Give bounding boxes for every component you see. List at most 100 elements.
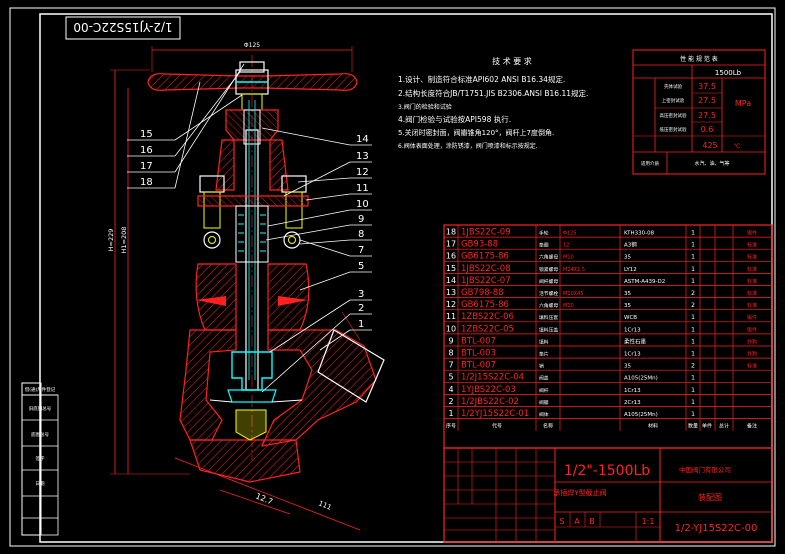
dim-height-closed: H1=208 — [120, 227, 128, 254]
dim-handwheel: Φ125 — [244, 42, 260, 49]
bom-header-cell-1: 代号 — [492, 423, 502, 430]
perf-row-3-label: 低压密封试验 — [660, 126, 687, 133]
bom-row-6-name: 六角螺母 — [539, 302, 558, 309]
pin-left — [203, 231, 221, 249]
bom-row-3-spec: M24X1.5 — [563, 267, 585, 273]
bom-row-10-no: 8 — [448, 349, 453, 358]
top-drawing-number: 1/2-YJ15S22C-00 — [73, 20, 172, 34]
side-strip-label-2: 底图总号 — [31, 431, 49, 438]
bom-row-12-no: 5 — [448, 373, 453, 382]
bonnet-right — [267, 263, 310, 331]
bom-row-14-name: 阀瓣 — [539, 399, 549, 406]
perf-row-1-value: 27.5 — [698, 96, 716, 105]
bom-row-9-mat: 柔性石墨 — [624, 337, 647, 345]
bom-row-11-note: 标准 — [747, 363, 757, 370]
bom-row-12-mat: A105(25Mn) — [624, 376, 658, 382]
bom-row-15-qty: 1 — [691, 411, 695, 418]
bom-row-3-note: 标准 — [747, 266, 757, 273]
valve-body — [179, 329, 385, 483]
bom-row-0-no: 18 — [446, 228, 456, 237]
perf-rating: 1500Lb — [715, 69, 742, 77]
bom-row-3-mat: LY12 — [624, 267, 637, 273]
mark-a: A — [574, 517, 580, 526]
yoke-top — [225, 109, 279, 141]
bom-row-1-no: 17 — [446, 240, 456, 249]
bom-row-1-spec: 12 — [563, 243, 569, 249]
bom-row-11-no: 7 — [448, 361, 453, 370]
bom-row-2-code: GB6175-86 — [461, 252, 509, 262]
perf-row-3-value: 0.6 — [701, 125, 714, 134]
bom-header-cell-6: 单件 — [702, 423, 712, 430]
bom-row-4-code: 1JBS22C-07 — [461, 276, 511, 286]
right-callouts — [261, 127, 372, 393]
callout-14: 14 — [356, 134, 369, 145]
callout-9: 9 — [358, 214, 364, 225]
bom-row-15-name: 阀体 — [539, 411, 549, 418]
packing-box — [235, 205, 269, 263]
bom-row-13-code: 1YJBS22C-03 — [461, 385, 516, 395]
tech-req-item-1: 2.结构长度符合JB/T1751.JIS B2306.ANSI B16.11规定… — [398, 88, 588, 98]
tech-req-item-5: 6.阀体表面处理，涂防锈漆，阀门喷漆和标示按规定. — [398, 142, 538, 150]
side-strip-label-3: 签字 — [36, 455, 45, 462]
title-block: 1/2"-1500Lb 承插焊Y型截止阀 中国阀门有限公司 装配图 S A B … — [443, 447, 773, 543]
dim-length: 111 — [317, 499, 332, 511]
bom-row-14-qty: 1 — [691, 399, 695, 406]
bom-row-6-qty: 2 — [691, 302, 695, 309]
dimensions: Φ125 H=229 H1=208 111 12.7 — [107, 42, 361, 531]
bom-header-cell-8: 备注 — [747, 423, 757, 430]
callout-7: 7 — [358, 245, 364, 256]
side-strip-label-0: 借(通)用件登记 — [25, 386, 56, 393]
bom-row-3-name: 锁紧螺母 — [539, 266, 558, 273]
bom-row-2-mat: 35 — [624, 255, 631, 261]
bom-row-9-note: 外购 — [747, 338, 757, 345]
perf-row-2-value: 27.5 — [698, 111, 716, 120]
gasket-right — [278, 296, 308, 306]
perf-row-4-value: 425 — [702, 141, 717, 150]
bom-row-11-mat: 35 — [624, 364, 631, 370]
bom-row-0-spec: Φ125 — [563, 231, 576, 237]
perf-row-1-label: 上密封试验 — [662, 97, 685, 104]
mark-b: B — [589, 517, 595, 526]
bom-row-15-no: 1 — [448, 409, 453, 418]
bom-row-1-name: 垫圈 — [539, 242, 549, 249]
bom-row-7-name: 填料压套 — [539, 314, 558, 321]
bom-header-cell-0: 序号 — [446, 423, 456, 430]
bom-row-4-mat: ASTM-A439-D2 — [624, 279, 665, 285]
bom-row-6-mat: 35 — [624, 303, 631, 309]
bom-row-2-spec: M10 — [563, 255, 574, 261]
bom-row-0-note: 锻件 — [747, 230, 757, 237]
bom-row-11-code: BTL-007 — [461, 361, 496, 371]
bom-row-7-no: 11 — [446, 312, 456, 321]
tech-req-item-4: 5.关闭时密封面，阀瓣锥角120°，阀杆上7度倒角. — [398, 128, 554, 137]
bom-row-5-spec: M10X45 — [563, 291, 583, 297]
bom-row-13-mat: 1Cr13 — [624, 388, 641, 394]
bom-row-8-no: 10 — [446, 324, 456, 333]
bom-row-3-code: 1JBS22C-08 — [461, 264, 511, 274]
product-name: 承插焊Y型截止阀 — [553, 488, 606, 497]
bom-row-7-code: 1ZBS22C-06 — [461, 312, 514, 322]
bom-row-13-qty: 1 — [691, 387, 695, 394]
performance-table: 性 能 规 范 表 1500Lb 壳体试验 37.5 上密封试验 27.5 高压… — [632, 49, 766, 175]
bom-row-10-name: 垫片 — [539, 351, 549, 358]
bom-row-9-no: 9 — [448, 336, 453, 345]
perf-unit-pressure: MPa — [735, 99, 751, 108]
callout-15: 15 — [140, 129, 153, 140]
bom-row-15-code: 1/2YJ15S22C-01 — [461, 409, 529, 419]
callout-5: 5 — [358, 261, 364, 272]
perf-row-0-value: 37.5 — [698, 82, 716, 91]
bom-row-12-qty: 1 — [691, 375, 695, 382]
bom-row-1-code: GB93-88 — [461, 240, 498, 250]
bom-row-10-mat: 1Cr13 — [624, 352, 641, 358]
tech-req-item-3: 4.阀门检验与试验按API598 执行. — [398, 114, 511, 124]
tech-req-item-2: 3.阀门的检验和试验 — [398, 103, 452, 111]
bom-row-0-code: 1JBS22C-09 — [461, 228, 511, 238]
callout-8: 8 — [358, 229, 364, 240]
dim-height-open: H=229 — [107, 229, 115, 252]
bom-row-14-code: 1/2JBS22C-02 — [461, 397, 519, 407]
bom-row-7-mat: WCB — [624, 315, 637, 321]
callout-2: 2 — [358, 303, 364, 314]
bom-row-10-qty: 1 — [691, 351, 695, 358]
bom-row-4-name: 阀杆螺母 — [539, 278, 558, 285]
perf-unit-temp: ℃ — [734, 143, 741, 150]
